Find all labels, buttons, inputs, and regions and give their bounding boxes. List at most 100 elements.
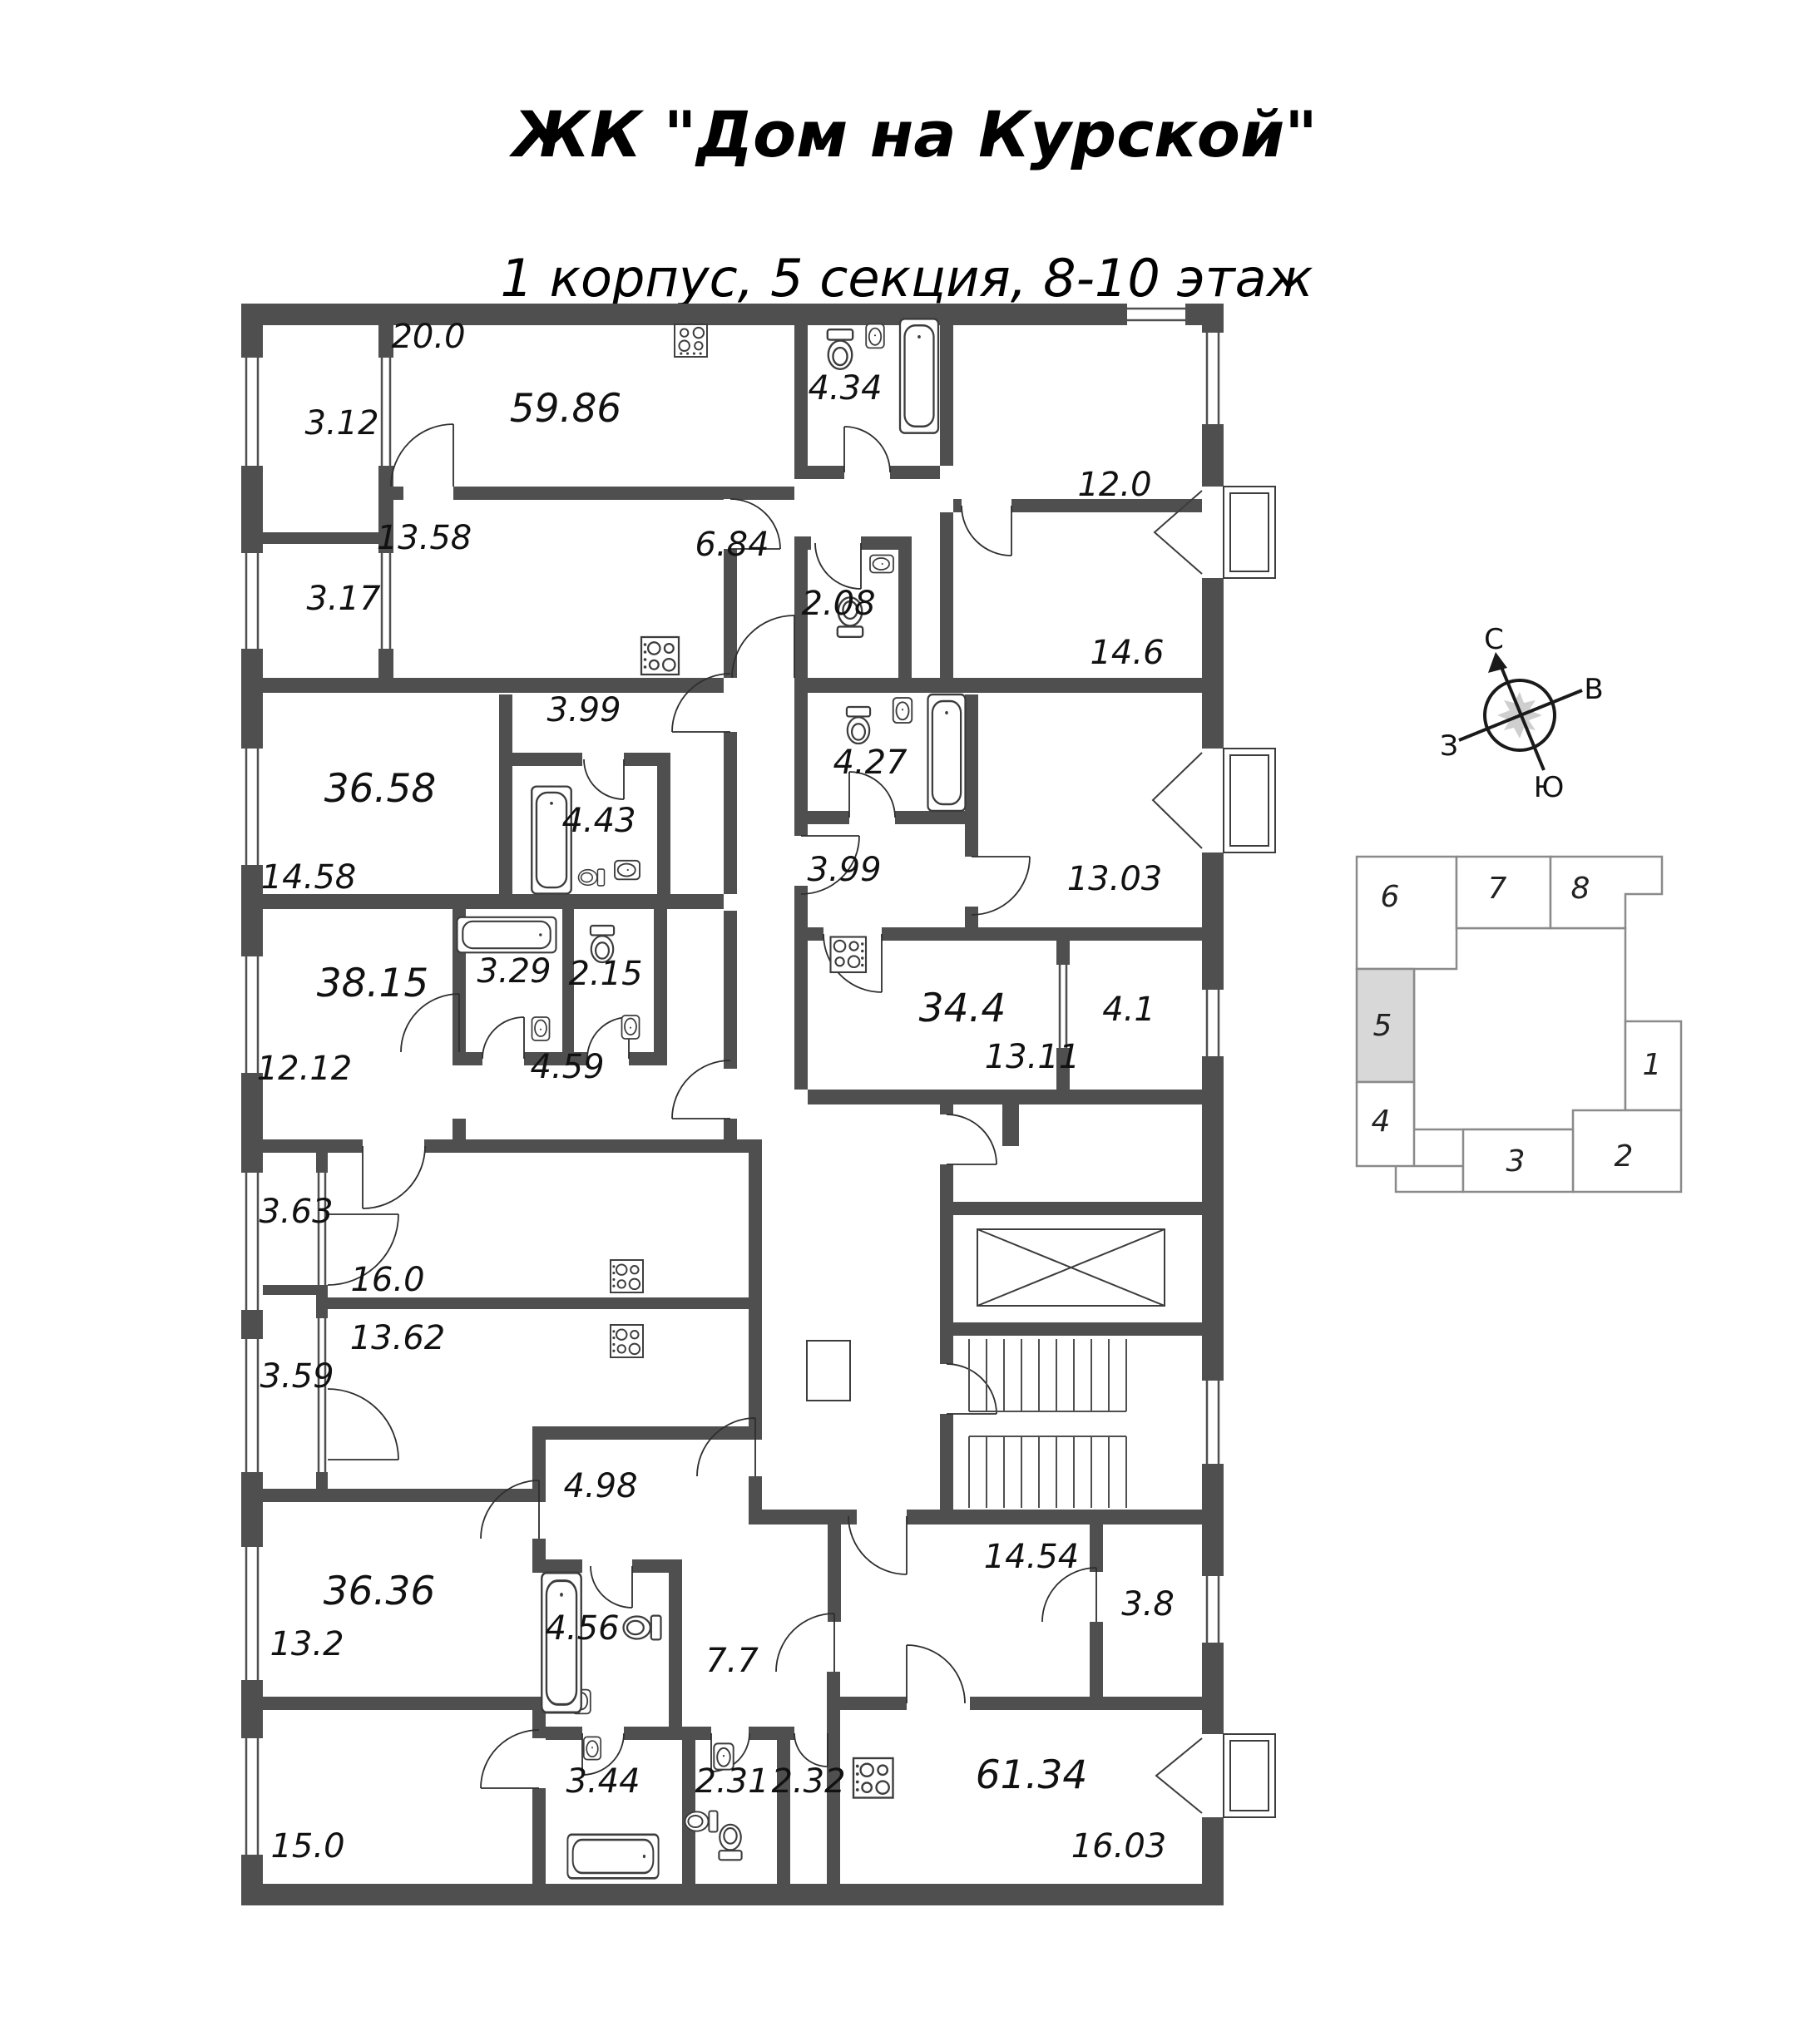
key-label-8: 8 bbox=[1571, 872, 1590, 906]
key-section-3 bbox=[1461, 1128, 1575, 1193]
page-subtitle: 1 корпус, 5 секция, 8-10 этаж bbox=[500, 248, 1313, 309]
balcony-bays bbox=[1151, 486, 1276, 1818]
area-label-bath-3-44: 3.44 bbox=[566, 1762, 640, 1801]
toilet-icon bbox=[622, 1614, 662, 1641]
area-label-bedroom-12-0: 12.0 bbox=[1077, 466, 1151, 504]
room-labels: 20.0 59.86 3.12 13.58 3.17 6.84 4.34 12.… bbox=[257, 318, 1175, 1866]
area-label-total-34-4: 34.4 bbox=[919, 986, 1006, 1031]
key-label-3: 3 bbox=[1506, 1144, 1526, 1179]
area-label-hall-3-99r: 3.99 bbox=[807, 851, 881, 889]
staircase bbox=[968, 1339, 1127, 1508]
area-label-hall-3-99: 3.99 bbox=[546, 691, 621, 729]
area-label-wc-2-08: 2.08 bbox=[801, 585, 875, 623]
area-label-bedroom-13-03: 13.03 bbox=[1067, 860, 1163, 898]
area-label-bath-4-27: 4.27 bbox=[833, 744, 908, 782]
stove-icon bbox=[829, 936, 868, 974]
area-label-kitchen-16-03: 16.03 bbox=[1071, 1827, 1167, 1866]
sink-icon bbox=[621, 1015, 640, 1040]
sink-icon bbox=[892, 697, 913, 724]
walls bbox=[241, 304, 1224, 1905]
compass-south-label: Ю bbox=[1534, 771, 1565, 804]
area-label-bath-4-34: 4.34 bbox=[808, 369, 882, 408]
area-label-total-38-15: 38.15 bbox=[317, 961, 429, 1006]
area-label-loggia-3-8: 3.8 bbox=[1121, 1585, 1175, 1623]
window-strips-left bbox=[241, 358, 263, 1855]
section-key-plan: 6 7 8 5 4 1 2 3 bbox=[1355, 855, 1683, 1193]
area-label-total-36-36: 36.36 bbox=[324, 1569, 436, 1614]
sink-icon bbox=[865, 323, 885, 349]
area-label-hall-14-54: 14.54 bbox=[984, 1538, 1080, 1576]
area-label-loggia-3-59: 3.59 bbox=[260, 1357, 334, 1396]
area-label-hall-6-84: 6.84 bbox=[695, 526, 769, 564]
key-label-7: 7 bbox=[1488, 872, 1507, 906]
area-label-loggia-3-63: 3.63 bbox=[259, 1193, 333, 1231]
stair-core bbox=[806, 1228, 1165, 1508]
key-section-6 bbox=[1355, 855, 1458, 971]
bathtub-icon bbox=[566, 1833, 660, 1880]
window-top bbox=[1127, 304, 1185, 325]
area-label-kitchen-13-11: 13.11 bbox=[985, 1038, 1081, 1076]
sink-icon bbox=[531, 1016, 551, 1041]
area-label-wc-2-15: 2.15 bbox=[568, 955, 642, 993]
area-label-loggia-4-1: 4.1 bbox=[1102, 991, 1155, 1029]
bathtub-icon bbox=[898, 318, 940, 434]
stove-icon bbox=[852, 1757, 894, 1799]
key-label-2: 2 bbox=[1615, 1139, 1634, 1174]
area-label-bath-3-29: 3.29 bbox=[477, 952, 551, 991]
area-label-bath-4-56: 4.56 bbox=[545, 1609, 619, 1648]
bathtub-icon bbox=[927, 693, 967, 813]
area-label-hall-4-59: 4.59 bbox=[530, 1048, 604, 1086]
elevator bbox=[977, 1228, 1165, 1307]
area-label-bedroom-13-2: 13.2 bbox=[270, 1625, 344, 1663]
stove-icon bbox=[610, 1259, 644, 1293]
sink-icon bbox=[582, 1736, 602, 1761]
area-label-living-20-0: 20.0 bbox=[391, 318, 465, 356]
sink-icon bbox=[614, 859, 640, 881]
area-label-kitchen-13-58: 13.58 bbox=[377, 519, 472, 557]
area-label-wc-2-31: 2.31 bbox=[695, 1762, 769, 1801]
stove-icon bbox=[610, 1324, 644, 1358]
area-label-kitchen-16-0: 16.0 bbox=[350, 1261, 424, 1299]
key-section-8 bbox=[1549, 855, 1664, 930]
area-label-storage-2-32: 2.32 bbox=[771, 1762, 845, 1801]
area-label-total-59-86: 59.86 bbox=[510, 386, 622, 432]
loggia-glazing bbox=[316, 358, 1070, 1472]
key-label-4: 4 bbox=[1372, 1104, 1391, 1139]
area-label-bath-4-43: 4.43 bbox=[561, 802, 636, 840]
area-label-bedroom-12-12: 12.12 bbox=[257, 1050, 353, 1088]
area-label-kitchen-13-62: 13.62 bbox=[350, 1319, 446, 1357]
windows bbox=[241, 304, 1276, 1855]
toilet-icon bbox=[845, 705, 872, 745]
area-label-bedroom-14-6: 14.6 bbox=[1090, 634, 1164, 672]
compass-west-label: З bbox=[1440, 729, 1458, 763]
area-label-bedroom-15-0: 15.0 bbox=[270, 1827, 344, 1866]
compass-east-label: В bbox=[1584, 673, 1603, 706]
compass-rose: С В З Ю bbox=[1440, 623, 1604, 804]
area-label-hall-4-98: 4.98 bbox=[563, 1467, 637, 1505]
toilet-icon bbox=[718, 1823, 743, 1861]
vent-shaft bbox=[806, 1340, 851, 1401]
key-label-5: 5 bbox=[1373, 1009, 1392, 1043]
door-arcs bbox=[327, 423, 1097, 1789]
area-label-total-61-34: 61.34 bbox=[976, 1752, 1088, 1798]
key-label-1: 1 bbox=[1643, 1048, 1662, 1082]
compass-north-label: С bbox=[1484, 623, 1504, 656]
area-label-corridor-7-7: 7.7 bbox=[705, 1642, 759, 1680]
stove-icon bbox=[674, 324, 708, 358]
toilet-icon bbox=[577, 868, 606, 887]
compass-needle bbox=[1497, 660, 1546, 771]
page-title: ЖК "Дом на Курской" bbox=[508, 97, 1318, 171]
compass-arrowhead bbox=[1488, 652, 1507, 673]
toilet-icon bbox=[826, 329, 854, 370]
area-label-loggia-3-17: 3.17 bbox=[306, 580, 381, 618]
window-strips-right bbox=[1202, 333, 1224, 1643]
header: ЖК "Дом на Курской" 1 корпус, 5 секция, … bbox=[500, 97, 1317, 309]
sink-icon bbox=[869, 554, 894, 574]
area-label-bedroom-14-58: 14.58 bbox=[261, 858, 357, 897]
stove-icon bbox=[640, 635, 680, 676]
area-label-loggia-3-12: 3.12 bbox=[304, 404, 378, 442]
key-label-6: 6 bbox=[1381, 880, 1400, 914]
area-label-total-36-58: 36.58 bbox=[324, 766, 437, 812]
toilet-icon bbox=[684, 1810, 719, 1833]
